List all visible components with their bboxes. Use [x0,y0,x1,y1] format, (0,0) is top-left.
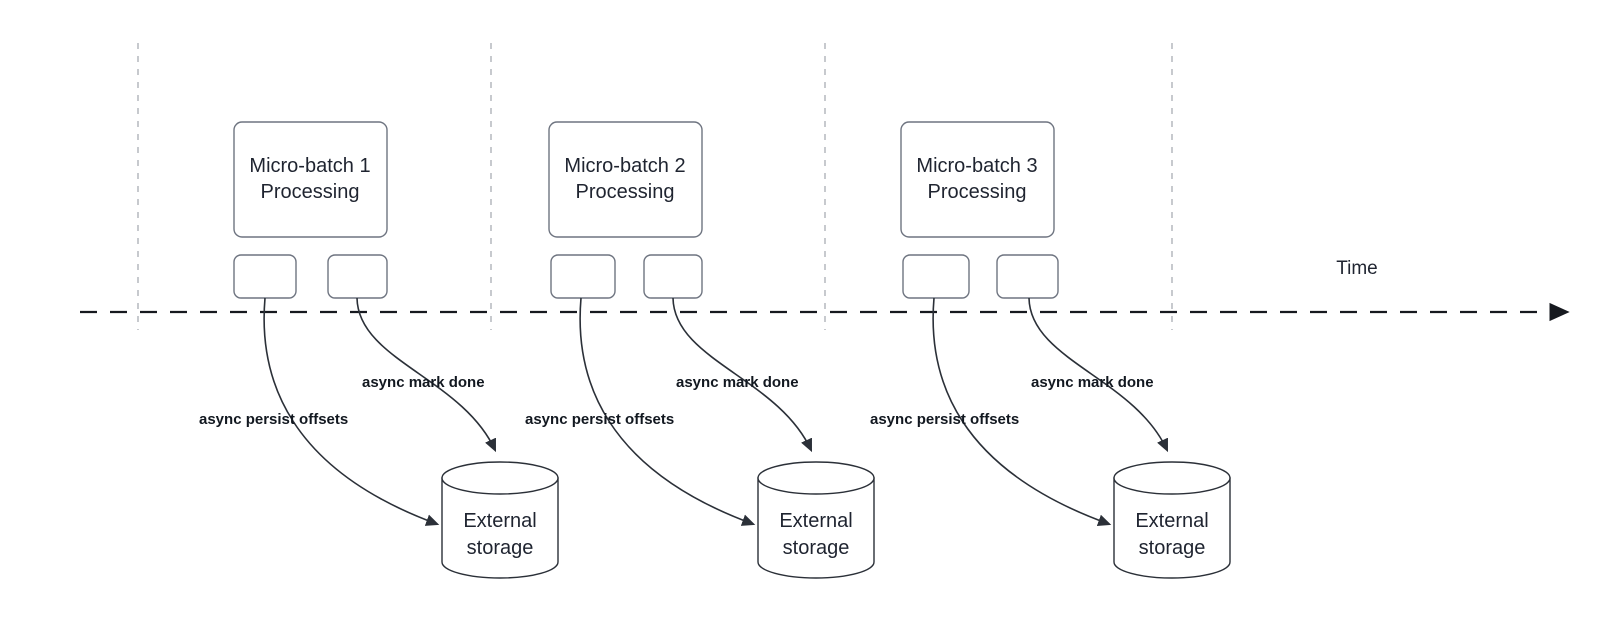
async-persist-offsets-label-1: async persist offsets [199,411,348,428]
tick-lines [137,43,1173,330]
async-persist-offsets-curve-3 [932,297,1112,526]
async-mark-done-curve-2 [672,297,813,453]
external-storage-label-1-line1: External [463,510,536,532]
micro-batch-1-label-line2: Processing [261,181,360,203]
external-storage-label-1-line2: storage [467,537,534,559]
external-storage-cylinder-2[interactable] [757,461,875,579]
micro-batch-group-1: Micro-batch 1 Processing async persist o… [199,121,559,579]
task-box-1b[interactable] [327,254,388,299]
async-mark-done-label-3: async mark done [1031,374,1154,391]
task-box-1a[interactable] [233,254,297,299]
async-persist-offsets-curve-1 [263,297,440,526]
external-storage-cylinder-3[interactable] [1113,461,1231,579]
external-storage-label-3-line2: storage [1139,537,1206,559]
micro-batch-group-2: Micro-batch 2 Processing async persist o… [525,121,875,579]
micro-batch-3-box[interactable] [900,121,1055,238]
async-mark-done-curve-1 [356,297,497,453]
async-persist-offsets-label-3: async persist offsets [870,411,1019,428]
async-persist-offsets-curve-2 [579,297,756,526]
async-mark-done-label-2: async mark done [676,374,799,391]
micro-batch-1-label-line1: Micro-batch 1 [249,155,370,177]
micro-batch-group-3: Micro-batch 3 Processing async persist o… [870,121,1231,579]
time-axis-label: Time [1336,258,1378,279]
micro-batch-2-box[interactable] [548,121,703,238]
micro-batch-3-label-line1: Micro-batch 3 [916,155,1037,177]
micro-batch-2-label-line1: Micro-batch 2 [564,155,685,177]
external-storage-cylinder-1[interactable] [441,461,559,579]
async-mark-done-label-1: async mark done [362,374,485,391]
task-box-3a[interactable] [902,254,970,299]
async-mark-done-curve-3 [1028,297,1169,453]
async-persist-offsets-label-2: async persist offsets [525,411,674,428]
micro-batch-3-label-line2: Processing [928,181,1027,203]
task-box-2a[interactable] [550,254,616,299]
external-storage-label-2-line1: External [779,510,852,532]
micro-batch-2-label-line2: Processing [576,181,675,203]
task-box-2b[interactable] [643,254,703,299]
external-storage-label-3-line1: External [1135,510,1208,532]
micro-batch-1-box[interactable] [233,121,388,238]
task-box-3b[interactable] [996,254,1059,299]
external-storage-label-2-line2: storage [783,537,850,559]
